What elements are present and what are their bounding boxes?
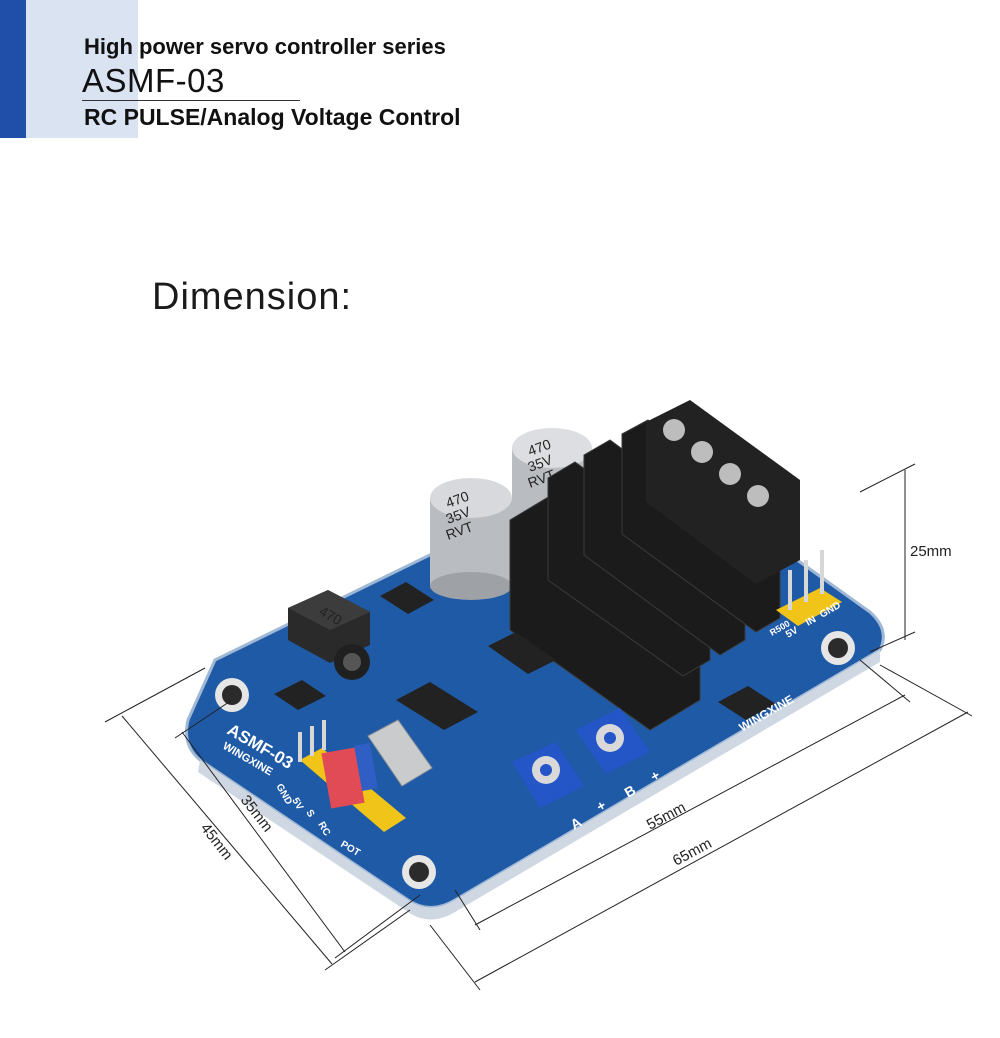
capacitor-left-value: 470 [444,488,472,511]
screw-terminal [646,400,800,584]
model-name: ASMF-03 [82,62,225,99]
trimpot-a [512,742,584,808]
svg-text:IN: IN [804,614,818,629]
crystal-oscillator [367,719,433,787]
mounting-holes [215,631,855,889]
ic-chips [274,582,776,730]
capacitor-right-value: 470 [526,436,554,459]
right-header-pins [776,550,842,626]
dimension-lines [104,463,973,991]
capacitor-left: 470 35V RVT [430,478,512,600]
inductor: 470 [288,590,370,680]
svg-text:5V: 5V [289,796,305,812]
trimpot-b [576,708,650,774]
header-light-band [26,0,138,138]
dimension-height: 25mm [910,543,952,560]
section-title: Dimension: [152,276,353,318]
header-divider [82,100,300,101]
dimension-width: 45mm [197,820,236,863]
dimension-length: 65mm [670,835,715,870]
left-header-pins [298,720,406,832]
series-title: High power servo controller series [84,34,446,59]
svg-text:5V: 5V [784,625,800,641]
control-mode: RC PULSE/Analog Voltage Control [84,104,461,130]
svg-text:S: S [303,808,316,820]
dimension-hole-spacing-long: 55mm [644,799,689,834]
header-accent-band [0,0,26,138]
